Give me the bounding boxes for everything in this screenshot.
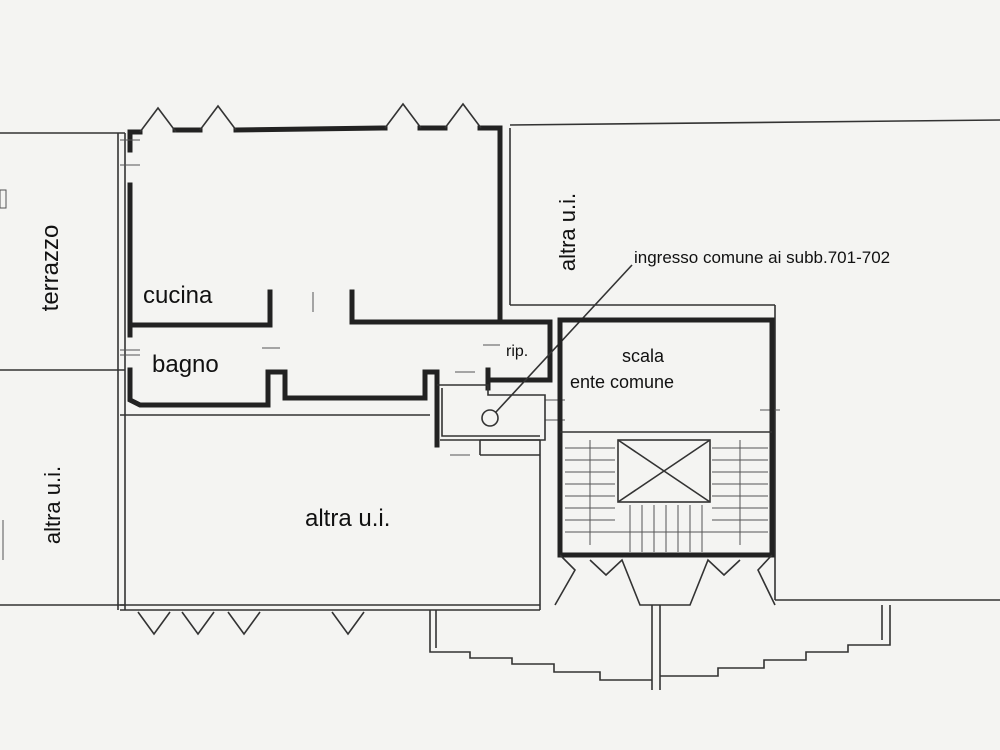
entry-vestibule [437,264,633,441]
stair-treads-right [712,440,768,545]
label-ente-comune: ente comune [570,372,674,392]
window-markers-top [139,102,482,133]
stair-treads-bottom [600,505,740,552]
leader-line [495,264,633,413]
lift-shaft [617,439,711,503]
label-cucina: cucina [143,282,213,309]
label-altra-ui-center: altra u.i. [305,505,390,532]
label-altra-ui-top-right: altra u.i. [555,193,580,271]
label-altra-ui-left: altra u.i. [40,466,65,544]
building-outline [0,119,1000,611]
label-terrazzo: terrazzo [37,225,64,312]
entry-symbol-circle [481,409,499,427]
label-ingresso-comune: ingresso comune ai subb.701-702 [634,248,890,267]
window-markers-bottom [137,611,365,636]
stair-treads-left [565,440,615,545]
apartment-walls [127,125,553,448]
label-scala: scala [622,346,665,366]
opening-ticks [120,139,780,456]
label-ripostiglio: rip. [506,343,528,360]
left-edge-marks [0,189,7,560]
stair-core [557,317,775,558]
label-bagno: bagno [152,351,219,378]
entrance-canopy [429,554,891,690]
